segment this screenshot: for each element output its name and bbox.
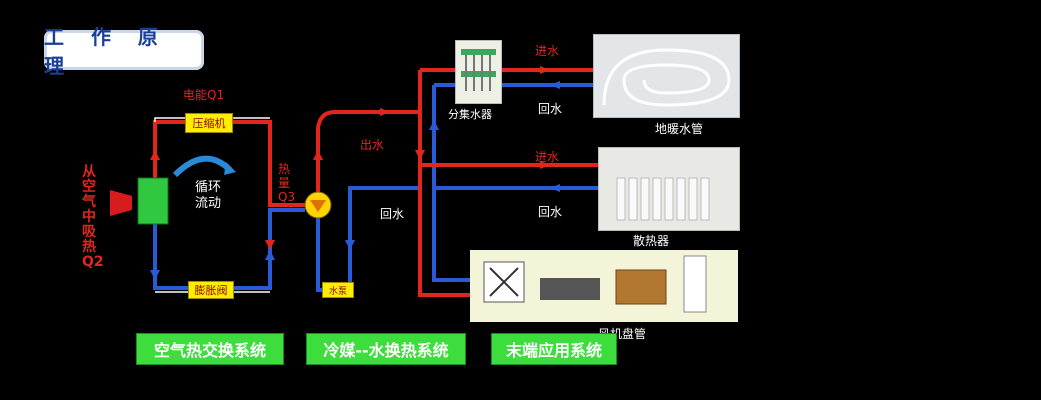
cabinet-unit-icon [683,255,707,313]
return-water-label: 回水 [380,207,405,221]
fancoil-panel [470,250,738,322]
radiator-image [598,147,740,231]
evaporator-icon [137,177,169,225]
floor-pipe-image [593,34,740,118]
radiator-in-label: 进水 [535,150,560,164]
radiator-label: 散热器 [633,234,670,248]
cycle-label: 循环流动 [195,180,222,211]
air-heat-label: 从空气中吸热Q2 [82,164,104,270]
refrigerant-water-button[interactable]: 冷媒--水换热系统 [306,333,466,365]
ducted-unit-icon [540,278,600,300]
out-water-label: 出水 [360,138,385,152]
energy-label: 电能Q1 [183,88,225,102]
air-exchange-button[interactable]: 空气热交换系统 [136,333,284,365]
floor-label: 地暖水管 [655,122,704,136]
pump-tag: 水泵 [322,282,354,298]
radiator-return-label: 回水 [538,205,563,219]
cycle-arrow-icon [172,155,233,178]
terminal-system-button[interactable]: 末端应用系统 [491,333,617,365]
valve-tag: 膨胀阀 [188,281,234,299]
fan-icon [110,190,132,216]
floor-unit-icon [615,269,667,305]
compressor-tag: 压缩机 [185,113,233,133]
manifold-label: 分集水器 [448,108,492,121]
refrigerant-loop [153,117,305,293]
floor-return-label: 回水 [538,102,563,116]
manifold-image [455,40,502,104]
heat-out-label: 热量Q3 [278,162,296,204]
floor-in-label: 进水 [535,44,560,58]
